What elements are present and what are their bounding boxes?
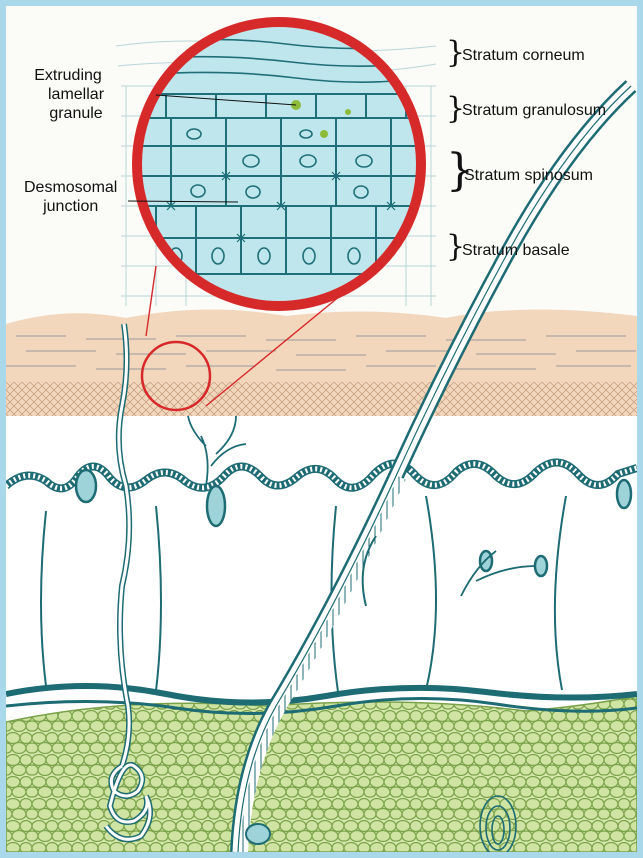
magnifier-circle-icon: [126, 22, 446, 306]
extruding-granule-label: Extruding lamellar granule: [32, 66, 104, 123]
subcutaneous-fat-icon: [6, 696, 637, 852]
dermis-band: [6, 309, 637, 416]
stratum-granulosum-label: Stratum granulosum: [462, 101, 606, 120]
stratum-corneum-label: Stratum corneum: [462, 46, 585, 65]
stratum-spinosum-label: Stratum spinosum: [464, 166, 593, 185]
lamellar-granule-icon: [320, 130, 328, 138]
lamellar-granule-icon: [345, 109, 351, 115]
desmosomal-junction-label: Desmosomal junction: [24, 178, 117, 216]
skin-cross-section-illustration: [6, 6, 637, 852]
stratum-basale-label: Stratum basale: [462, 241, 570, 260]
